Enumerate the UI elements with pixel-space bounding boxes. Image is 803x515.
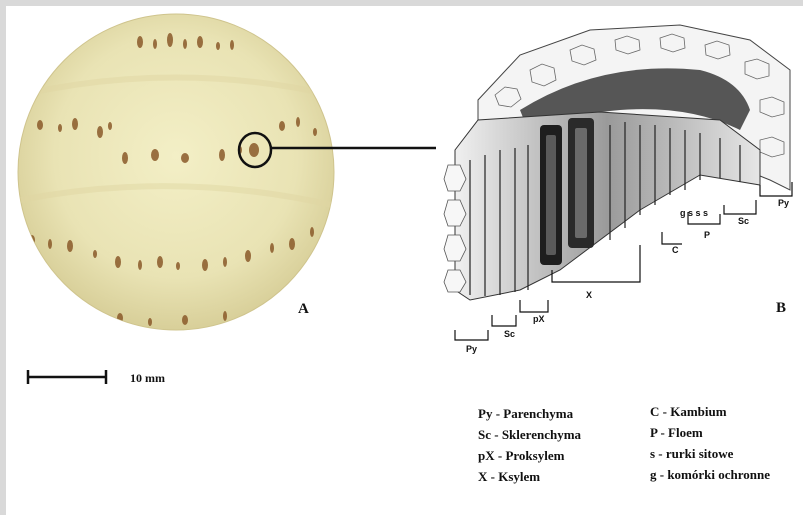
scale-bar	[28, 370, 106, 384]
legend-item: P - Floem	[650, 423, 770, 444]
stem-cross-section-photo	[18, 14, 436, 330]
svg-text:Sc: Sc	[504, 329, 515, 339]
svg-text:Py: Py	[778, 198, 789, 208]
legend-item: C - Kambium	[650, 402, 770, 423]
vascular-bundle-diagram: Py Sc pX X C g s s s P Sc Py	[444, 25, 792, 354]
legend-left: Py - Parenchyma Sc - Sklerenchyma pX - P…	[478, 404, 581, 488]
panel-label-a: A	[298, 301, 309, 318]
legend-item: Py - Parenchyma	[478, 404, 581, 425]
legend-right: C - Kambium P - Floem s - rurki sitowe g…	[650, 402, 770, 486]
scale-bar-label: 10 mm	[130, 371, 165, 386]
svg-text:pX: pX	[533, 314, 545, 324]
legend-item: Sc - Sklerenchyma	[478, 425, 581, 446]
svg-text:Py: Py	[466, 344, 477, 354]
svg-text:Sc: Sc	[738, 216, 749, 226]
legend-item: s - rurki sitowe	[650, 444, 770, 465]
legend-item: pX - Proksylem	[478, 446, 581, 467]
legend-item: g - komórki ochronne	[650, 465, 770, 486]
panel-label-b: B	[776, 300, 786, 317]
legend-item: X - Ksylem	[478, 467, 581, 488]
svg-text:C: C	[672, 245, 679, 255]
svg-text:X: X	[586, 290, 592, 300]
svg-text:g s s s: g s s s	[680, 208, 708, 218]
svg-text:P: P	[704, 230, 710, 240]
